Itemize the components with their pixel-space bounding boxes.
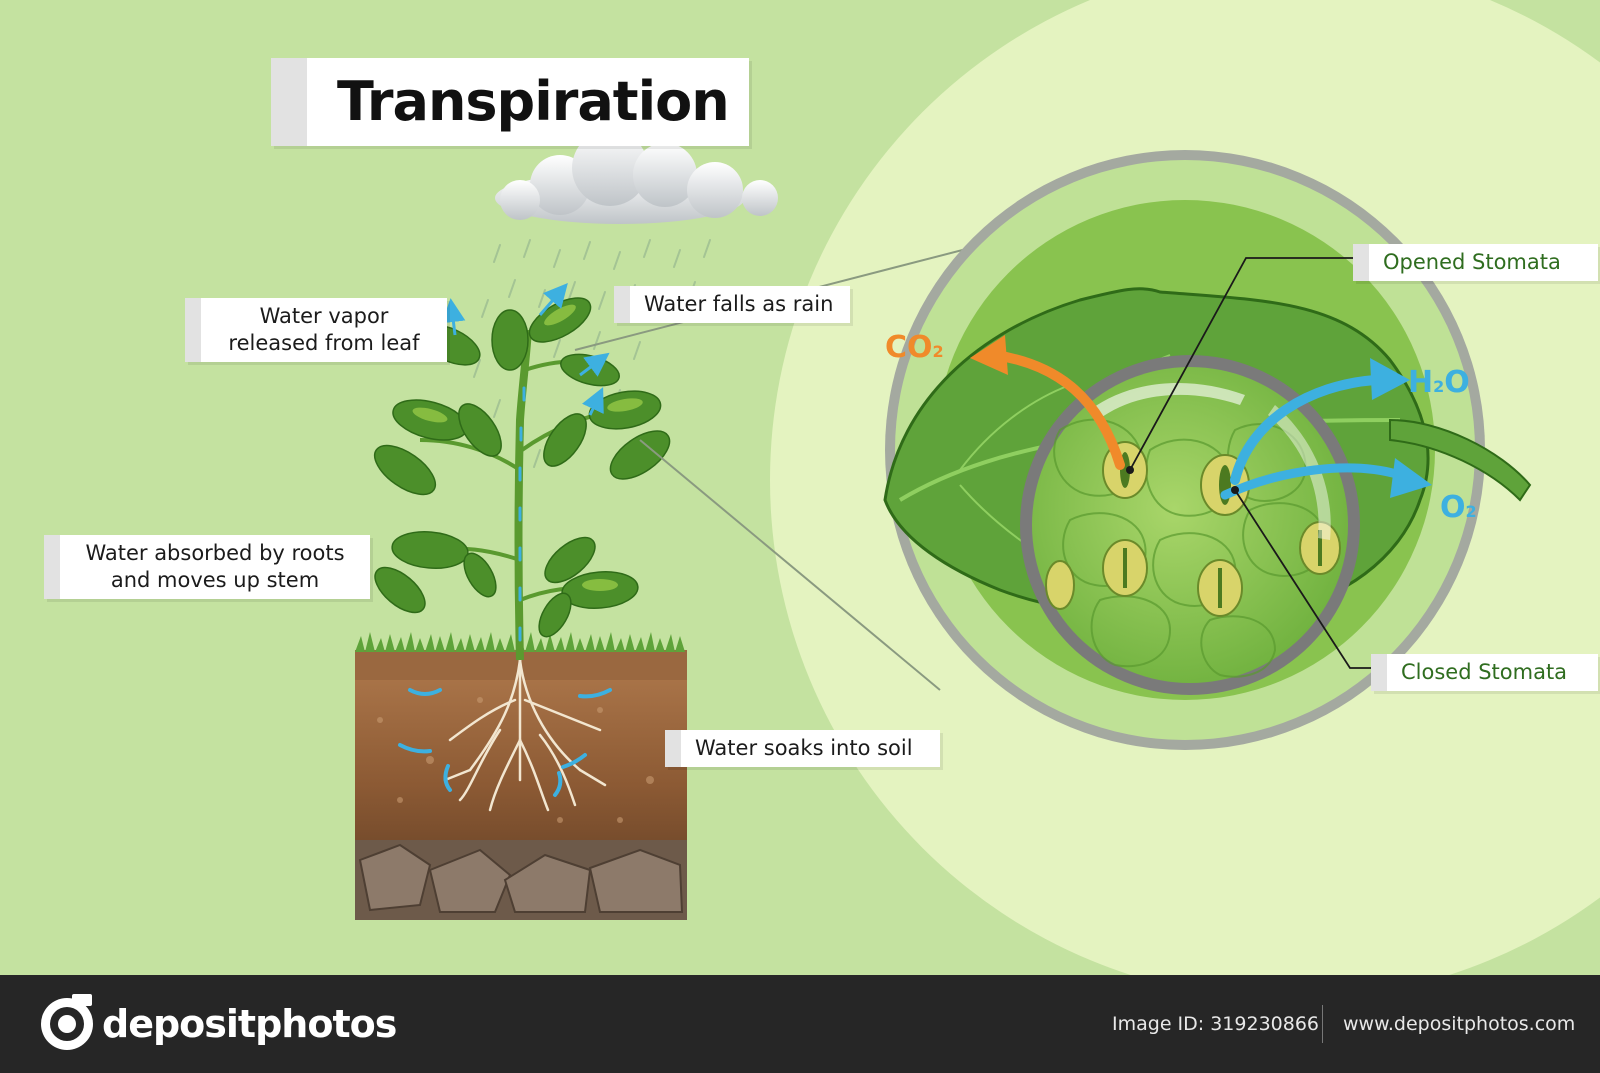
diagram-artwork xyxy=(0,0,1600,975)
magnified-leaf-view xyxy=(883,150,1532,750)
h2o-sub: 2 xyxy=(1433,377,1445,396)
brand-name: depositphotos xyxy=(102,1002,397,1046)
o2-base: O xyxy=(1440,490,1466,525)
label-water-rain: Water falls as rain xyxy=(614,286,850,323)
page-title: Transpiration xyxy=(337,70,730,133)
label-closed-stomata: Closed Stomata xyxy=(1371,654,1598,691)
label-water-vapor-line1: Water vapor xyxy=(259,304,389,328)
o2-sub: 2 xyxy=(1465,502,1477,521)
label-water-absorbed: Water absorbed by roots and moves up ste… xyxy=(44,535,370,599)
label-water-absorbed-line2: and moves up stem xyxy=(110,568,320,592)
label-water-soil-text: Water soaks into soil xyxy=(695,736,913,760)
label-water-soil: Water soaks into soil xyxy=(665,730,940,767)
o2-label: O2 xyxy=(1440,490,1477,525)
h2o-pre: H xyxy=(1408,365,1434,400)
title-box: Transpiration xyxy=(271,58,749,146)
label-opened-stomata: Opened Stomata xyxy=(1353,244,1598,281)
co2-sub: 2 xyxy=(932,342,944,361)
plant xyxy=(373,282,671,661)
h2o-post: O xyxy=(1444,365,1470,400)
label-water-vapor: Water vapor released from leaf xyxy=(185,298,447,362)
camera-logo-icon xyxy=(41,994,93,1050)
site-url-link[interactable]: www.depositphotos.com xyxy=(1343,1013,1576,1035)
label-water-absorbed-line1: Water absorbed by roots xyxy=(85,541,345,565)
h2o-label: H2O xyxy=(1408,365,1470,400)
label-opened-stomata-text: Opened Stomata xyxy=(1383,250,1561,274)
footer-bar: depositphotos Image ID: 319230866 www.de… xyxy=(0,975,1600,1073)
co2-base: CO xyxy=(885,330,933,365)
cloud-icon xyxy=(495,130,778,224)
label-water-vapor-line2: released from leaf xyxy=(228,331,420,355)
roots xyxy=(443,658,607,812)
image-id-text: Image ID: 319230866 xyxy=(1112,1013,1320,1035)
label-water-rain-text: Water falls as rain xyxy=(644,292,834,316)
co2-label: CO2 xyxy=(885,330,944,365)
soil-water-arrows xyxy=(398,688,612,797)
label-closed-stomata-text: Closed Stomata xyxy=(1401,660,1568,684)
footer-divider xyxy=(1322,1005,1323,1043)
